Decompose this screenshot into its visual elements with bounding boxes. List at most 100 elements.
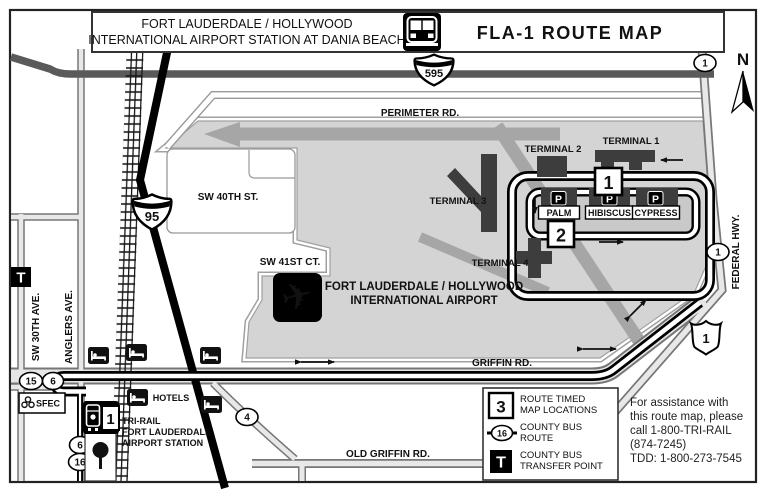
north-label: N <box>737 50 749 69</box>
legend-bus-line2: ROUTE <box>520 433 553 444</box>
perimeter-rd-label: PERIMETER RD. <box>381 108 460 119</box>
sw40-label: SW 40TH ST. <box>198 192 259 203</box>
legend-timed-line2: MAP LOCATIONS <box>520 405 597 416</box>
runway-arrow <box>204 122 240 147</box>
hotels: HOTELS <box>88 344 222 413</box>
bus-route-4-oval: 4 <box>244 413 250 424</box>
sfec-label: SFEC <box>36 399 61 409</box>
transfer-t-letter: T <box>16 270 25 287</box>
terminal-4-label: TERMINAL 4 <box>472 258 530 269</box>
timed-location-1: 1 <box>593 166 624 197</box>
assistance-line1: For assistance with <box>630 397 728 409</box>
perimeter-road <box>165 92 702 149</box>
airport-name-line2: INTERNATIONAL AIRPORT <box>350 295 497 307</box>
terminal-1-building <box>595 150 655 170</box>
i95-number: 95 <box>145 209 159 224</box>
station-timed-number: 1 <box>106 411 114 428</box>
garage-name-hibiscus: HIBISCUS <box>588 208 631 218</box>
i595-road <box>9 53 714 78</box>
sfec-icon <box>21 396 35 409</box>
terminal-buildings <box>447 150 655 278</box>
parking-garages: P PALM P HIBISCUS P CYPRESS <box>537 188 681 220</box>
us1-shield-number: 1 <box>702 331 709 346</box>
parking-p-label: P <box>652 194 659 206</box>
legend-timed-symbol: 3 <box>496 398 505 417</box>
legend-box: 3 ROUTE TIMED MAP LOCATIONS 16 COUNTY BU… <box>482 387 619 481</box>
arrow-diagonal <box>623 299 647 323</box>
us1-shield: 1 <box>688 319 724 356</box>
garage-name-cypress: CYPRESS <box>634 208 677 218</box>
terminal-2-building <box>537 156 567 177</box>
timed-location-1-number: 1 <box>603 173 613 193</box>
legend-timed-line1: ROUTE TIMED <box>520 394 585 405</box>
i595-shield: 595 <box>413 53 455 87</box>
parking-p-label: P <box>606 194 613 206</box>
hotel-icon <box>200 347 221 364</box>
station-label-line1: TRI-RAIL <box>122 416 161 426</box>
federal-hwy-label: FEDERAL HWY. <box>731 214 742 289</box>
hotel-icon <box>88 347 109 364</box>
i95-shield: 95 <box>131 193 173 231</box>
tri-rail-station-icon: 1 <box>83 401 120 434</box>
sw41-label: SW 41ST CT. <box>260 257 321 268</box>
header-station-line2: INTERNATIONAL AIRPORT STATION AT DANIA B… <box>88 33 405 47</box>
bus-route-6-station-oval: 6 <box>77 441 83 452</box>
taxiway <box>418 232 550 297</box>
station-label-line3: AIRPORT STATION <box>122 438 203 448</box>
tree-icon <box>92 442 109 469</box>
garage-name-palm: PALM <box>547 208 572 218</box>
terminal-3-label: TERMINAL 3 <box>430 196 487 207</box>
legend-transfer-box <box>490 450 512 473</box>
parking-garage-cypress: P CYPRESS <box>631 188 681 220</box>
airport-name-line1: FORT LAUDERDALE / HOLLYWOOD <box>325 281 523 293</box>
train-icon <box>85 404 101 431</box>
hotel-icon <box>201 396 222 413</box>
i595-number: 595 <box>425 68 443 80</box>
station-label-line2: FORT LAUDERDALE <box>122 427 211 437</box>
timed-location-2: 2 <box>546 219 576 249</box>
hotel-icon <box>127 389 148 406</box>
bus-route-16-station-oval: 16 <box>74 458 86 469</box>
anglers-label: ANGLERS AVE. <box>64 290 75 364</box>
assistance-line3: call 1-800-TRI-RAIL <box>630 425 732 437</box>
sfec-box: SFEC <box>18 392 66 414</box>
legend-transfer-symbol: T <box>496 455 506 472</box>
parking-garage-palm: P PALM <box>537 188 581 220</box>
park-box <box>84 431 117 482</box>
old-griffin-rd-label: OLD GRIFFIN RD. <box>346 449 430 460</box>
legend-transfer-line1: COUNTY BUS <box>520 450 582 461</box>
header-box: FORT LAUDERDALE / HOLLYWOOD INTERNATIONA… <box>88 11 725 53</box>
header-station-line1: FORT LAUDERDALE / HOLLYWOOD <box>141 17 352 31</box>
parking-p-label: P <box>555 194 562 206</box>
assistance-text: For assistance with this route map, plea… <box>630 397 743 465</box>
griffin-rd-label: GRIFFIN RD. <box>472 358 532 369</box>
terminal-3-building <box>447 154 497 232</box>
map-title: FLA-1 ROUTE MAP <box>477 23 664 43</box>
compass: N <box>730 50 754 114</box>
hotel-icon <box>126 344 147 361</box>
assistance-line5: TDD: 1-800-273-7545 <box>630 453 742 465</box>
bus-icon <box>403 13 441 51</box>
assistance-line2: this route map, please <box>630 411 743 423</box>
assistance-line4: (874-7245) <box>630 439 686 451</box>
station-timed-box <box>101 405 120 431</box>
bus-route-1-top-oval: 1 <box>702 59 708 70</box>
legend-transfer-line2: TRANSFER POINT <box>520 461 603 472</box>
transfer-point-icon: T <box>11 267 31 287</box>
parking-icon <box>647 191 664 206</box>
terminal-2-label: TERMINAL 2 <box>525 144 582 155</box>
legend-bus-line1: COUNTY BUS <box>520 422 582 433</box>
i95-road <box>135 47 229 490</box>
north-arrow-outline <box>730 70 744 114</box>
bus-route-ovals: 15 6 6 16 4 1 1 <box>18 53 730 472</box>
bus-route-1-federal-oval: 1 <box>715 248 721 259</box>
bus-route-15-oval: 15 <box>25 377 37 388</box>
terminal-1-label: TERMINAL 1 <box>603 136 661 147</box>
direction-arrows <box>295 157 683 365</box>
terminal-4-building <box>516 238 552 278</box>
sw40-block <box>166 148 296 234</box>
legend-timed-symbol-box <box>487 391 515 420</box>
legend-bus-symbol: 16 <box>497 429 507 439</box>
timed-location-2-number: 2 <box>556 226 566 246</box>
